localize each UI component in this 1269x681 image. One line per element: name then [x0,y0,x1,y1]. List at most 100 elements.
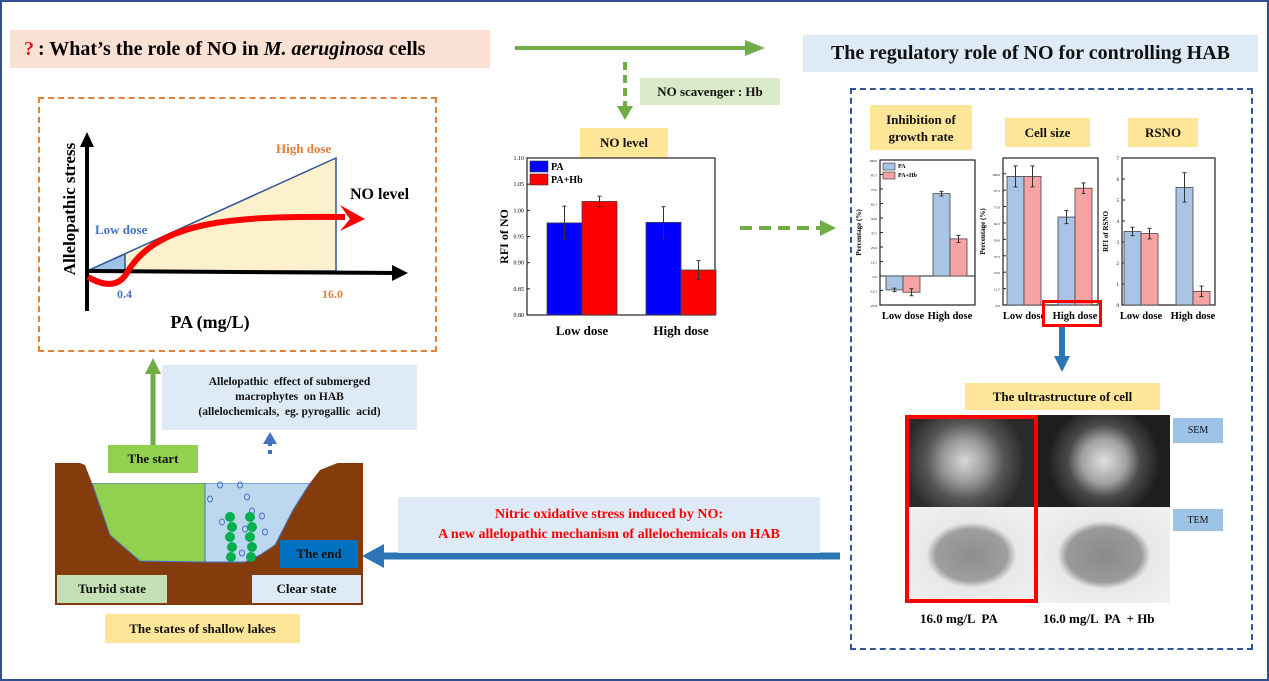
low-dose-label: Low dose [95,222,148,237]
legend-label: PA+Hb [898,173,918,179]
blue-arrow-left [362,544,840,568]
cell-size-title: Cell size [1005,118,1090,147]
low-dose-area [86,252,126,272]
y-tick-label: 87.5 [871,174,877,178]
bar-series2-low-dose [1023,175,1042,306]
y-tick-label: 1 [1117,283,1120,288]
y-tick-label: 1.10 [514,156,525,162]
question-mark: ? [24,37,34,60]
x-axis-label: PA (mg/L) [170,312,249,333]
plot-frame [1002,157,1099,306]
y-tick-label: 0.80 [514,313,525,319]
y-tick-label: 12.5 [871,261,877,265]
bar-pa-high-dose [645,221,682,316]
tem-image-pahb [1038,507,1170,603]
y-tick-label: 0.90 [514,261,525,267]
effect-line-2: macrophytes on HAB [235,391,344,403]
tick-high: 16.0 [322,287,343,301]
green-dashed-arrow-right [740,220,836,236]
no-level-title: NO level [580,128,668,158]
y-tick-label: 25.0 [871,246,877,250]
no-level-arrowhead [340,205,365,231]
x-axis-arrowhead [392,265,408,281]
bar-pa-high-dose [932,193,951,277]
category-label: Low dose [882,311,925,322]
y-tick-label: 62.5 [871,203,877,207]
bar-series1-high-dose [1175,187,1194,306]
lake-caption: The states of shallow lakes [105,614,300,643]
submerged-plants [225,512,257,562]
bubbles [207,481,268,557]
category-label: High dose [1053,311,1098,322]
tick-low: 0.4 [117,287,132,301]
no-level-curve [86,213,346,287]
category-label: High dose [928,311,973,322]
rsno-title: RSNO [1128,118,1198,147]
y-tick-label: 4 [1117,220,1120,225]
y-axis-label: Percentage (%) [979,208,987,255]
start-label: The start [108,445,198,473]
question-banner: ? : What’s the role of NO in M. aerugino… [10,30,490,68]
blue-arrow-down [1054,327,1070,372]
y-axis-label: Percentage (%) [855,209,863,256]
category-label: Low dose [1003,311,1046,322]
legend-swatch [529,173,549,186]
question-text: : What’s the role of NO in [38,37,264,60]
caption-pahb: 16.0 mg/L PA + Hb [1043,611,1155,626]
ultrastructure-title: The ultrastructure of cell [965,383,1160,410]
sem-image-pahb [1038,415,1170,507]
mechanism-box: Nitric oxidative stress induced by NO: A… [398,497,820,553]
bar-series1-low-dose [1123,231,1142,306]
bar-series1-low-dose [1006,175,1025,306]
y-tick-label: 2 [1117,262,1120,267]
y-tick-label: -12.5 [870,290,878,294]
legend-swatch [882,162,896,171]
y-tick-label: 87.5 [994,189,1000,193]
bar-pa-hb-high-dose [949,238,968,277]
green-arrow-up [145,358,161,445]
growth-rate-chart: -25.0-12.50.012.525.037.550.062.575.087.… [855,159,976,322]
dose-diagram-box [38,97,437,352]
y-tick-label: 37.5 [994,255,1000,259]
effect-line-3: (allelochemicals, eg. pyrogallic acid) [198,406,381,418]
y-tick-label: 0.85 [514,287,525,293]
bar-series2-high-dose [1074,187,1093,306]
y-tick-label: 1.05 [514,182,525,188]
y-tick-label: 7 [1117,157,1120,162]
y-tick-label: 5 [1117,199,1120,204]
y-tick-label: 0.95 [514,235,525,241]
y-tick-label: 75.0 [871,188,877,192]
y-tick-label: 1.00 [514,208,525,214]
scavenger-label: NO scavenger : Hb [640,78,780,105]
y-tick-label: 75.0 [994,206,1000,210]
tem-image-pa [905,507,1038,603]
category-label: Low dose [1120,311,1163,322]
y-tick-label: 37.5 [871,232,877,236]
green-dashed-arrow-down [617,62,633,120]
effect-line-1: Allelopathic effect of submerged [208,376,371,388]
mechanism-line-2: A new allelopathic mechanism of alleloch… [438,527,780,542]
question-text-end: cells [383,37,426,60]
y-tick-label: 0 [1117,304,1120,309]
y-tick-label: 25.0 [994,271,1000,275]
bar-series2-low-dose [1140,233,1159,306]
y-axis-label: RFI of NO [497,209,511,264]
plot-frame [1121,157,1216,306]
y-tick-label: 6 [1117,178,1120,183]
y-tick-label: 50.0 [994,238,1000,242]
turbid-state-label: Turbid state [57,575,167,603]
y-tick-label: 0.0 [873,275,878,279]
category-label: High dose [653,323,708,338]
y-tick-label: 100.0 [992,173,1000,177]
category-label: High dose [1171,311,1216,322]
legend-label: PA+Hb [551,175,583,186]
caption-pa: 16.0 mg/L PA [920,611,998,626]
category-label: Low dose [556,323,609,338]
no-level-label: NO level [350,186,410,203]
pa-image-highlight [905,415,1038,603]
end-label: The end [280,540,358,568]
legend-swatch [882,171,896,180]
